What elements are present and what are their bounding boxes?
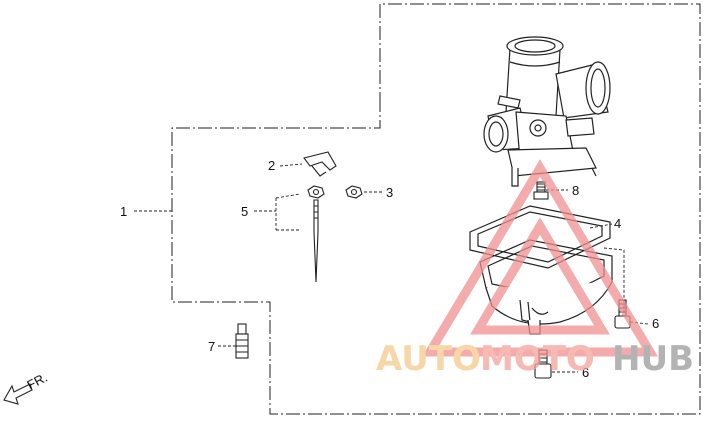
watermark-triangle-icon <box>422 159 658 357</box>
callout-3: 3 <box>386 185 393 200</box>
screw-part-8 <box>533 181 549 200</box>
watermark-hub: HUB <box>612 339 694 379</box>
callout-1: 1 <box>120 204 127 219</box>
watermark-moto: MOTO <box>480 339 595 379</box>
watermark-auto: AUTO <box>376 339 481 379</box>
callout-6-upper: 6 <box>652 316 659 331</box>
needle-jet-part-7 <box>235 323 249 359</box>
clip-part-2 <box>303 151 337 177</box>
callout-6-lower: 6 <box>582 365 589 380</box>
callout-8: 8 <box>572 183 579 198</box>
gasket <box>469 205 611 269</box>
nut-part-3 <box>345 185 363 199</box>
jet-needle-part-5 <box>307 185 325 283</box>
assembly-boundary-line <box>171 3 701 415</box>
callout-7: 7 <box>208 339 215 354</box>
leader-lines <box>134 163 649 373</box>
watermark-logo: AUTO MOTO HUB <box>376 159 694 379</box>
callout-4: 4 <box>614 216 621 231</box>
callout-5: 5 <box>241 204 248 219</box>
front-direction-arrow <box>3 383 33 405</box>
carburetor-body <box>483 36 611 187</box>
callout-2: 2 <box>268 158 275 173</box>
